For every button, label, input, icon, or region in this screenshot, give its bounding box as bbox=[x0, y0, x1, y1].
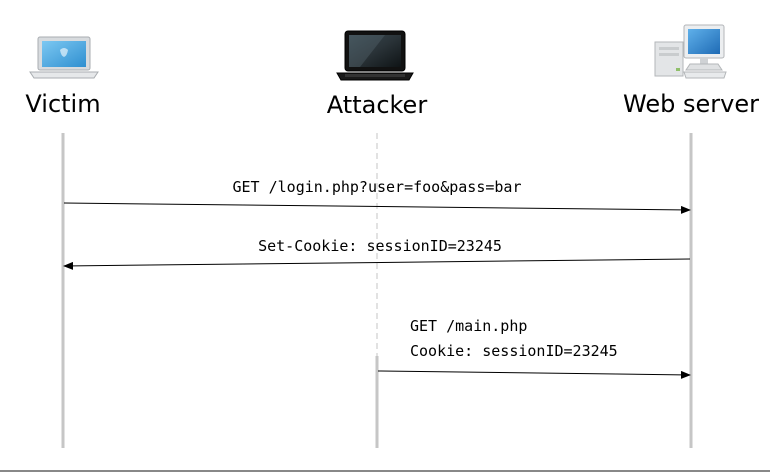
dark-laptop-icon bbox=[336, 30, 414, 81]
hijack-request-arrow bbox=[377, 370, 691, 379]
laptop-icon bbox=[29, 36, 99, 79]
hijack-request-line1: GET /main.php bbox=[410, 317, 527, 335]
hijack-request-line2: Cookie: sessionID=23245 bbox=[410, 342, 618, 360]
victim-label: Victim bbox=[25, 90, 100, 118]
server-label: Web server bbox=[623, 90, 759, 118]
login-request-label: GET /login.php?user=foo&pass=bar bbox=[233, 178, 522, 196]
attacker-label: Attacker bbox=[327, 91, 428, 119]
set-cookie-label: Set-Cookie: sessionID=23245 bbox=[258, 237, 502, 255]
login-request-arrow bbox=[63, 202, 691, 214]
desktop-computer-icon bbox=[654, 24, 727, 79]
set-cookie-arrow bbox=[63, 258, 691, 270]
